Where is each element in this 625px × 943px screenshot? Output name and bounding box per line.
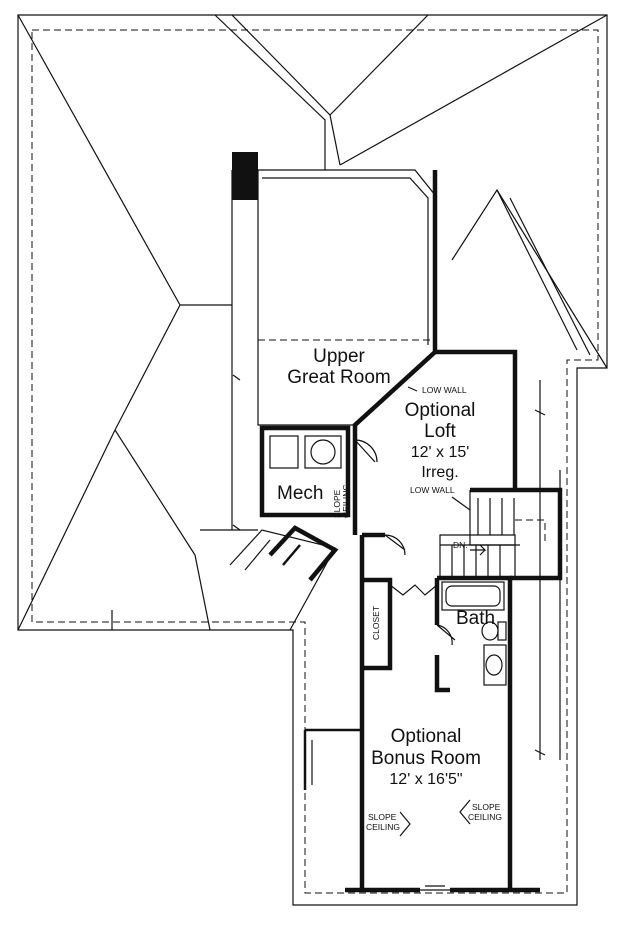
door-swings [354,439,456,891]
stair-dn-label: DN. [453,540,468,550]
loft-size: 12' x 15' [411,444,470,461]
bonus-size: 12' x 16'5" [389,771,462,788]
slope-ceiling-left-1: SLOPE [368,812,397,822]
slope-ceiling-right-2: CEILING [468,812,502,822]
loft-note: Irreg. [421,464,458,481]
loft-label-2: Loft [424,421,456,442]
mech-appliances [269,435,342,469]
chimney [232,152,258,200]
closet-label: CLOSET [371,606,381,640]
low-wall-label-2: LOW WALL [410,485,455,495]
svg-text:SLOPE: SLOPE [332,489,342,518]
bonus-label-1: Optional [391,726,462,747]
slope-ceiling-mech: SLOPE CEILING [332,484,351,518]
low-wall-label-1: LOW WALL [422,385,467,395]
svg-text:CEILING: CEILING [341,484,351,518]
roof-outline [17,14,608,906]
stair [439,490,546,579]
loft-label-1: Optional [405,400,476,421]
great-room-label-2: Great Room [287,367,390,388]
bath-label: Bath [456,608,495,629]
slope-ceiling-left-2: CEILING [366,822,400,832]
mech-label: Mech [277,483,323,504]
eave-marks [232,374,561,760]
bath-fixtures [441,581,507,686]
slope-ceiling-right-1: SLOPE [472,802,501,812]
great-room-label-1: Upper [313,346,365,367]
bonus-label-2: Bonus Room [371,748,481,769]
